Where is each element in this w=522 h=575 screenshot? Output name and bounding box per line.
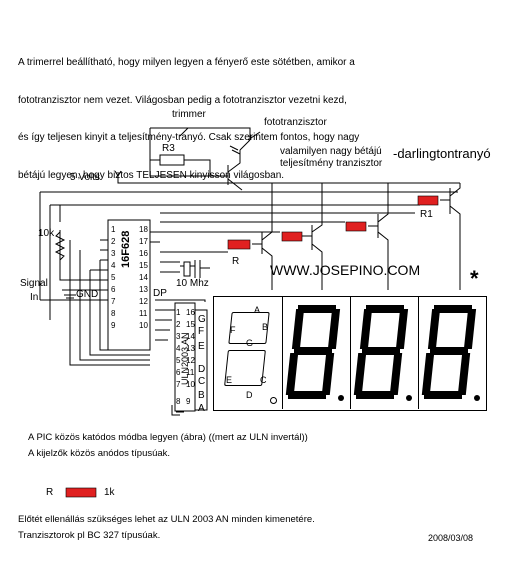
note-line-2: A kijelzők közös anódos típusúak. [28,448,171,459]
pin-label: 12 [139,297,148,306]
power-transistor-label-2: teljesítmény tranzisztor [280,158,383,169]
asterisk-label: * [470,266,479,291]
segment-label-d: D [246,390,253,400]
pin-label: 8 [111,309,116,318]
fototranzisztor-label: fototranzisztor [264,117,327,128]
pin-label: 2 [176,320,181,329]
xtal-label: 10 Mhz [176,278,209,289]
segment-label-b: B [262,322,269,332]
intro-line: fototranzisztor nem vezet. Világosban pe… [18,94,347,106]
segment-label-c: C [260,375,267,385]
segment-letter: G [198,314,206,325]
gnd-label: GND [76,289,99,300]
pin-label: 15 [186,320,195,329]
pin-label: 3 [111,249,116,258]
intro-line: és így teljesen kinyit a teljesítmény-tr… [18,132,360,143]
segment-letter: E [198,341,205,352]
segment-label-a: A [254,305,261,315]
pin-label: 5 [111,273,116,282]
segment-letter: B [198,390,205,401]
note-line-4: Tranzisztorok pl BC 327 típusúak. [18,530,161,541]
pin-label: 11 [139,309,148,318]
dp-label: DP [153,288,167,299]
pin-label: 1 [176,308,181,317]
digit-3 [350,297,419,409]
digit-4 [418,297,486,409]
r1-label: R1 [420,209,433,220]
digit-2 [282,297,351,409]
segment-label-f: F [230,325,236,335]
segment-letter: D [198,364,206,375]
intro-line: A trimerrel beállítható, hogy milyen leg… [18,57,355,68]
segment-letter: A [198,403,205,414]
signal-in-label-2: In [30,292,39,303]
pin-label: 1 [111,225,116,234]
pin-label: 8 [176,397,181,406]
pin-label: 13 [139,285,148,294]
note-line-3: Előtét ellenállás szükséges lehet az ULN… [18,514,315,525]
segment-label-e: E [226,375,233,385]
signal-in-label-1: Signal [20,278,48,289]
r10k-label: 10k [38,228,55,239]
pin-label: 5 [176,356,181,365]
pic-chip-name: 16F628 [120,230,132,268]
segment-letter: F [198,326,205,337]
pin-label: 11 [186,368,195,377]
pin-label: 15 [139,261,148,270]
pin-label: 4 [111,261,116,270]
date-label: 2008/03/08 [428,533,474,543]
pin-label: 7 [111,297,116,306]
pin-label: 16 [139,249,148,258]
r3-label: R3 [162,143,175,154]
pin-label: 6 [176,368,181,377]
trimmer-label: trimmer [172,109,206,120]
darlington-label: -darlingtontranyó [393,146,491,161]
website-label: WWW.JOSEPINO.COM [270,262,421,278]
pin-label: 9 [186,397,191,406]
segment-letter: C [198,376,206,387]
pin-label: 7 [176,380,181,389]
segment-label-g: G [246,338,254,348]
pin-label: 2 [111,237,116,246]
pin-label: 9 [111,321,116,330]
pin-label: 6 [111,285,116,294]
pin-label: 17 [139,237,148,246]
pin-label: 3 [176,332,181,341]
legend-r: R [46,487,54,498]
digit-1: A F B G E C D [214,297,283,409]
pin-label: 4 [176,344,181,353]
r-label: R [232,256,240,267]
pin-label: 13 [186,344,195,353]
power-transistor-label-1: valamilyen nagy bétájú [280,146,382,157]
pin-label: 16 [186,308,195,317]
supply-label: 5 Volts [70,172,101,183]
pin-label: 18 [139,225,148,234]
legend-value: 1k [104,487,115,498]
note-line-1: A PIC közös katódos módba legyen (ábra) … [28,432,308,443]
pin-label: 10 [186,380,195,389]
pin-label: 10 [139,321,148,330]
pin-label: 12 [186,356,195,365]
seven-segment-display: A F B G E C D [213,296,487,411]
pin-label: 14 [186,332,195,341]
pin-label: 14 [139,273,148,282]
